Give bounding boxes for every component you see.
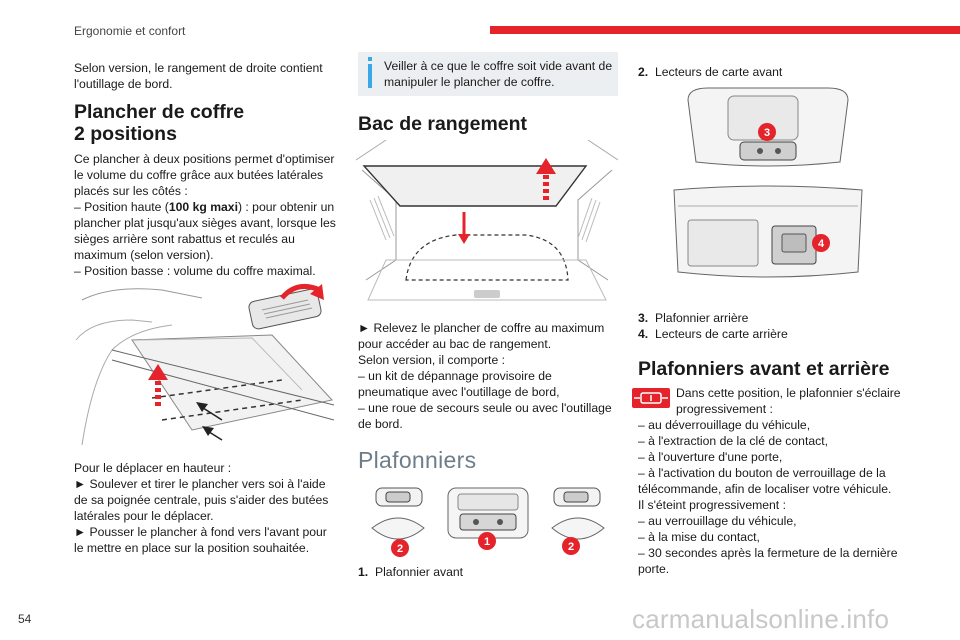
heading-floor-line1: Plancher de coffre <box>74 101 245 123</box>
legend-num-2: 2. <box>638 65 649 79</box>
callout-2-right: 2 <box>568 541 574 553</box>
legend-num-3: 3. <box>638 311 649 325</box>
storage-bin-illustration <box>356 140 618 301</box>
callout-4: 4 <box>818 238 825 250</box>
lighting-conditions: – au déverrouillage du véhicule, – à l'e… <box>638 417 902 577</box>
move-step-2: ► Pousser le plancher à fond vers l'avan… <box>74 525 327 555</box>
legend-text-3: Plafonnier arrière <box>654 311 749 325</box>
legend-text-2: Lecteurs de carte avant <box>654 65 783 79</box>
off-condition-2: – à la mise du contact, <box>638 530 760 544</box>
legend-num-4: 4. <box>638 327 649 341</box>
heading-floor: Plancher de coffre 2 positions <box>74 101 336 145</box>
off-condition-3: – 30 secondes après la fermeture de la d… <box>638 546 898 576</box>
callout-1: 1 <box>484 536 490 548</box>
floor-desc-a: Ce plancher à deux positions permet d'op… <box>74 152 335 198</box>
header-red-bar <box>490 26 960 34</box>
on-condition-4: – à l'activation du bouton de verrouilla… <box>638 466 892 496</box>
move-instructions: Pour le déplacer en hauteur : ► Soulever… <box>74 460 336 556</box>
callout-3: 3 <box>764 127 770 139</box>
heading-storage: Bac de rangement <box>358 113 528 135</box>
floor-desc-b: – Position haute ( <box>74 200 169 214</box>
storage-wheel: – une roue de secours seule ou avec l'ou… <box>358 401 612 431</box>
callout-2-left: 2 <box>397 543 403 555</box>
lamp-description: Dans cette position, le plafonnier s'écl… <box>676 386 901 416</box>
heading-floor-line2: 2 positions <box>74 123 177 145</box>
info-icon <box>368 64 372 88</box>
floor-description: Ce plancher à deux positions permet d'op… <box>74 151 336 279</box>
trunk-floor-illustration <box>75 283 334 446</box>
legend-item-1: 1. Plafonnier avant <box>358 564 620 580</box>
on-condition-2: – à l'extraction de la clé de contact, <box>638 434 828 448</box>
storage-description: ► Relevez le plancher de coffre au maxim… <box>358 320 620 432</box>
watermark: carmanualsonline.info <box>632 604 890 634</box>
legend-text-4: Lecteurs de carte arrière <box>654 327 788 341</box>
ceiling-lights-illustration: 1 2 2 <box>371 487 605 557</box>
off-intro: Il s'éteint progressivement : <box>638 498 786 512</box>
move-intro: Pour le déplacer en hauteur : <box>74 461 232 475</box>
floor-desc-d: – Position basse : volume du coffre maxi… <box>74 264 316 278</box>
column-1: Selon version, le rangement de droite co… <box>74 60 336 279</box>
heading-front-rear-lights: Plafonniers avant et arrière <box>638 358 890 380</box>
info-note: Veiller à ce que le coffre soit vide ava… <box>358 52 618 96</box>
running-header: Ergonomie et confort <box>74 24 186 38</box>
floor-desc-c: ) : pour obtenir un plancher plat jusqu'… <box>74 200 336 262</box>
storage-kit: – un kit de dépannage provisoire de pneu… <box>358 369 560 399</box>
heading-ceiling-lights: Plafonniers <box>358 447 477 473</box>
door-lamp-icon <box>634 392 668 404</box>
intro-text: Selon version, le rangement de droite co… <box>74 61 323 91</box>
off-condition-1: – au verrouillage du véhicule, <box>638 514 797 528</box>
map-readers-illustration: 3 4 <box>673 87 863 278</box>
info-note-text: Veiller à ce que le coffre soit vide ava… <box>384 59 613 89</box>
ceiling-light-icon <box>632 388 670 408</box>
max-load: 100 kg maxi <box>168 200 238 214</box>
move-step-1: ► Soulever et tirer le plancher vers soi… <box>74 477 329 523</box>
storage-step: ► Relevez le plancher de coffre au maxim… <box>358 321 605 351</box>
storage-version: Selon version, il comporte : <box>358 353 505 367</box>
legend-num-1: 1. <box>358 565 369 579</box>
legend-item-3: 3. Plafonnier arrière <box>638 310 900 326</box>
on-condition-3: – à l'ouverture d'une porte, <box>638 450 783 464</box>
info-icon-dot <box>368 57 372 61</box>
legend-items-3-4: 3. Plafonnier arrière 4. Lecteurs de car… <box>638 310 900 342</box>
on-condition-1: – au déverrouillage du véhicule, <box>638 418 811 432</box>
legend-item-2: 2. Lecteurs de carte avant <box>638 64 900 80</box>
page-number: 54 <box>18 612 32 626</box>
legend-text-1: Plafonnier avant <box>374 565 464 579</box>
legend-item-4: 4. Lecteurs de carte arrière <box>638 326 900 342</box>
